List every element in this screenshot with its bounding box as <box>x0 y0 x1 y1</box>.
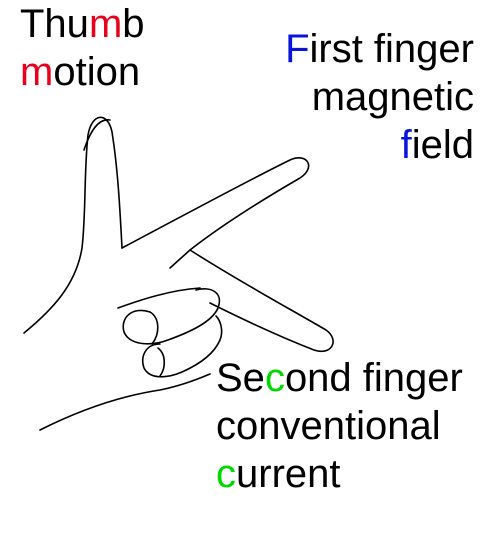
second-label-line-1: Second finger <box>216 354 463 402</box>
thumb-label-line-1: Thumb <box>20 0 145 48</box>
curled-finger-1 <box>122 288 221 345</box>
curled-finger-1-nail <box>149 311 159 345</box>
first-label-line-1: First finger <box>285 25 474 73</box>
text: ield <box>411 123 474 167</box>
text: irst finger <box>309 27 475 71</box>
first-finger-label: First finger magnetic field <box>285 25 474 169</box>
text: conventional <box>216 404 441 448</box>
second-label-line-2: conventional <box>216 402 463 450</box>
first-finger-outline <box>121 157 310 269</box>
text: urrent <box>236 452 341 496</box>
highlight-letter: c <box>264 356 285 400</box>
second-label-line-3: current <box>216 450 463 498</box>
highlight-letter: m <box>20 50 54 94</box>
palm-top <box>117 287 201 309</box>
first-label-line-2: magnetic <box>285 73 474 121</box>
thumb-motion-label: Thumb motion <box>20 0 145 96</box>
thumb-outline <box>23 116 123 334</box>
thumb-label-line-2: motion <box>20 48 145 96</box>
highlight-letter: m <box>88 2 123 46</box>
text: Thu <box>20 2 89 46</box>
curled-finger-2 <box>142 315 223 378</box>
highlight-letter: f <box>400 123 412 167</box>
text: b <box>122 2 145 46</box>
second-finger-label: Second finger conventional current <box>216 354 463 498</box>
text: otion <box>53 50 141 94</box>
first-finger-lower <box>189 249 334 353</box>
highlight-letter: c <box>216 452 236 496</box>
text: magnetic <box>311 75 474 119</box>
curled-finger-2-nail <box>157 347 166 377</box>
wrist-outline <box>39 373 211 431</box>
thumbnail <box>83 119 111 151</box>
first-label-line-3: field <box>285 121 474 169</box>
highlight-letter: F <box>285 27 310 71</box>
text: ond finger <box>284 356 463 400</box>
text: Se <box>216 356 265 400</box>
